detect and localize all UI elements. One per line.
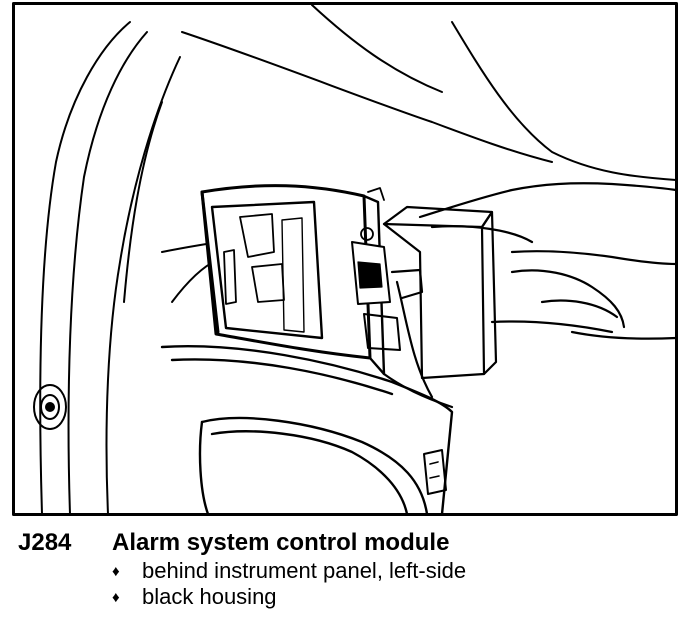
illustration: [12, 2, 678, 516]
diamond-bullet-icon: ♦: [112, 563, 120, 580]
module-location-drawing: [12, 2, 678, 516]
component-code: J284: [18, 529, 72, 556]
figure-frame: [12, 2, 678, 516]
component-title: Alarm system control module: [112, 529, 450, 556]
mounting-bracket: [382, 268, 454, 409]
bullet-text-housing: black housing: [142, 584, 277, 609]
diamond-bullet-icon: ♦: [112, 589, 120, 606]
hand-outline: [418, 182, 678, 340]
bullet-text-location: behind instrument panel, left-side: [142, 558, 467, 583]
control-module-housing: [200, 184, 401, 376]
caption-heading: J284 Alarm system control module: [18, 528, 678, 558]
trim-clip-fastener: [33, 384, 67, 430]
figure-caption: J284 Alarm system control module ♦ behind …: [18, 528, 678, 610]
connector-block: [382, 205, 498, 380]
a-pillar-trim: [39, 21, 181, 515]
caption-bullet-housing: ♦ black housing: [18, 584, 678, 610]
dashboard-outline: [161, 4, 677, 303]
lower-trim-panel: [160, 345, 454, 516]
caption-bullet-location: ♦ behind instrument panel, left-side: [18, 558, 678, 584]
